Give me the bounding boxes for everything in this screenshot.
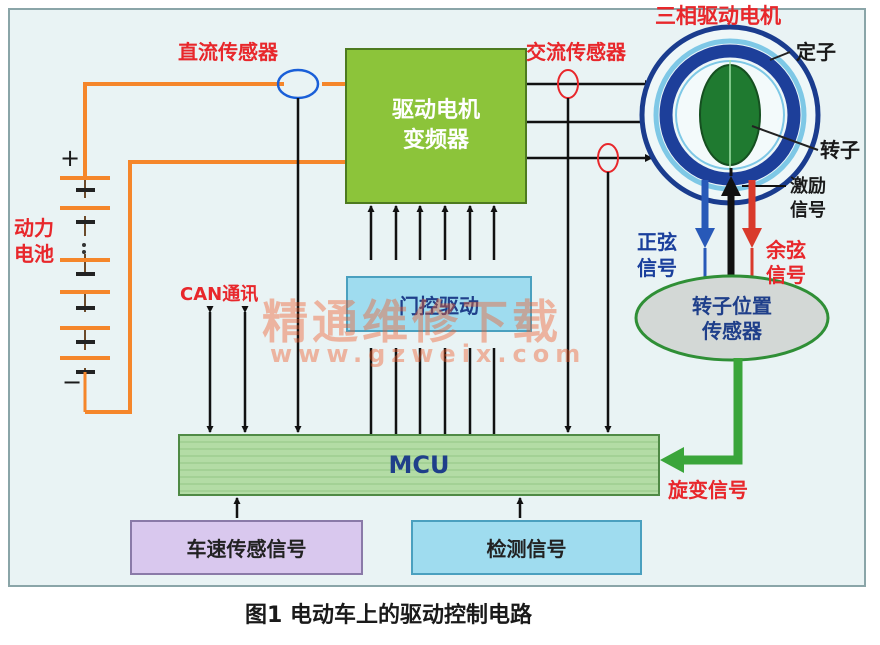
inverter-box: 驱动电机 变频器 <box>345 48 527 204</box>
sine-arrow <box>695 180 715 280</box>
resolver-arrow <box>660 358 743 473</box>
gate-signal-lines <box>367 205 498 260</box>
cosine-arrow <box>742 180 762 280</box>
rotor-sensor-line1: 转子位置 <box>692 294 772 318</box>
rotor-sensor-label-group: 转子位置 传感器 <box>660 292 804 346</box>
mcu-box: MCU <box>178 434 660 496</box>
excitation-label-2: 信号 <box>790 200 826 221</box>
motor-title: 三相驱动电机 <box>655 4 781 28</box>
ac-sensor-label: 交流传感器 <box>526 40 626 64</box>
battery-cells <box>60 176 130 414</box>
gate-driver-label: 门控驱动 <box>399 293 479 318</box>
rotor-sensor-shape <box>634 274 830 362</box>
excitation-label-1: 激励 <box>790 176 826 197</box>
figure-caption: 图1 电动车上的驱动控制电路 <box>245 603 532 628</box>
cosine-label-2: 信号 <box>766 263 806 287</box>
dc-sensor-label: 直流传感器 <box>178 40 278 64</box>
resolver-signal-label: 旋变信号 <box>668 478 748 502</box>
sine-label-2: 信号 <box>637 256 677 280</box>
mcu-to-gate-lines <box>369 348 496 434</box>
battery-label-2: 电池 <box>14 242 54 266</box>
rotor-label: 转子 <box>820 138 860 162</box>
gate-driver-box: 门控驱动 <box>346 276 532 332</box>
battery-label-1: 动力 <box>14 216 54 240</box>
rotor-sensor-line2: 传感器 <box>702 319 762 343</box>
speed-sensor-box: 车速传感信号 <box>130 520 363 575</box>
can-label: CAN通讯 <box>180 284 259 305</box>
detect-box: 检测信号 <box>411 520 642 575</box>
battery-minus: − <box>62 368 83 396</box>
inverter-label-line2: 变频器 <box>402 128 469 153</box>
can-lines <box>206 306 249 433</box>
motor <box>639 24 821 206</box>
sine-label-1: 正弦 <box>637 230 677 254</box>
battery-plus: + <box>60 144 81 172</box>
cosine-label-1: 余弦 <box>766 238 806 262</box>
speed-sensor-label: 车速传感信号 <box>186 537 307 561</box>
mcu-label: MCU <box>388 451 450 479</box>
detect-label: 检测信号 <box>486 537 567 561</box>
phase-lines <box>520 80 653 162</box>
inverter-label-line1: 驱动电机 <box>391 98 480 124</box>
stator-label: 定子 <box>796 40 836 64</box>
